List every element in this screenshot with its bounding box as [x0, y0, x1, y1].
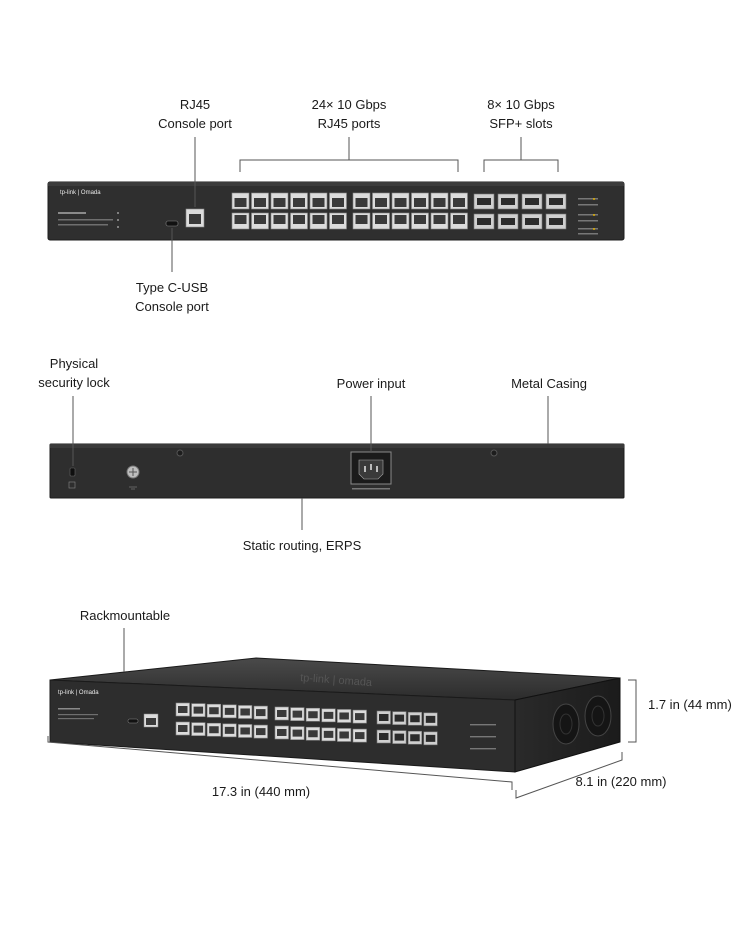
- callout-sfp-slots: 8× 10 Gbps SFP+ slots: [471, 95, 571, 133]
- angled-sfp-slots: [376, 710, 438, 746]
- callout-rj45-console-line1: RJ45: [179, 97, 211, 112]
- callout-power-input: Power input: [336, 376, 406, 391]
- callout-usbc-console-line2: Console port: [135, 299, 209, 314]
- model-text-placeholder: [58, 212, 86, 214]
- front-callout-lines: [171, 137, 559, 272]
- callout-security-lock-line2: security lock: [38, 375, 110, 390]
- status-led: [117, 226, 119, 228]
- callout-metal-casing: Metal Casing: [511, 376, 587, 391]
- dimension-depth: 8.1 in (220 mm): [575, 774, 667, 789]
- callout-usbc-console-line1: Type C-USB: [135, 280, 209, 295]
- top-logo-emboss: tp-link | omada: [300, 672, 373, 689]
- front-brand-logo: tp-link | Omada: [60, 190, 101, 196]
- callout-rackmountable: Rackmountable: [79, 608, 171, 623]
- callout-security-lock: Physical security lock: [24, 354, 124, 392]
- screw-icon: [490, 449, 498, 457]
- status-led: [117, 212, 119, 214]
- lock-slot-icon: [69, 467, 76, 477]
- rj45-port-block-right: [352, 192, 468, 230]
- dimension-height: 1.7 in (44 mm): [648, 697, 732, 712]
- angled-rj45-ports: [175, 702, 367, 743]
- dimension-width: 17.3 in (440 mm): [211, 784, 311, 799]
- callout-static-routing: Static routing, ERPS: [242, 538, 362, 553]
- front-panel: tp-link | Omada: [47, 181, 625, 241]
- callout-sfp-slots-line1: 8× 10 Gbps: [487, 97, 555, 112]
- callout-rj45-console-line2: Console port: [158, 116, 232, 131]
- callout-rj45-ports: 24× 10 Gbps RJ45 ports: [294, 95, 404, 133]
- rear-callout-lines: [72, 396, 549, 530]
- rear-panel: [49, 443, 625, 499]
- callout-usbc-console: Type C-USB Console port: [122, 278, 222, 316]
- angled-switch: tp-link | omada tp-link | Omada: [49, 657, 621, 773]
- callout-rj45-ports-line2: RJ45 ports: [317, 116, 381, 131]
- fan-vent-icon: [584, 695, 612, 737]
- angled-brand-logo: tp-link | Omada: [58, 690, 99, 696]
- callout-rj45-ports-line1: 24× 10 Gbps: [311, 97, 387, 112]
- screw-icon: [176, 449, 184, 457]
- callout-rj45-console: RJ45 Console port: [150, 95, 240, 133]
- sfp-status-leds: [578, 198, 598, 235]
- rj45-port-block-left: [231, 192, 347, 230]
- fan-vent-icon: [552, 703, 580, 745]
- dimension-lines: [47, 628, 637, 799]
- sfp-slot-block: [473, 193, 567, 230]
- callout-security-lock-line1: Physical: [49, 356, 99, 371]
- callout-sfp-slots-line2: SFP+ slots: [489, 116, 553, 131]
- status-led: [117, 219, 119, 221]
- usbc-console-port-icon: [165, 220, 179, 227]
